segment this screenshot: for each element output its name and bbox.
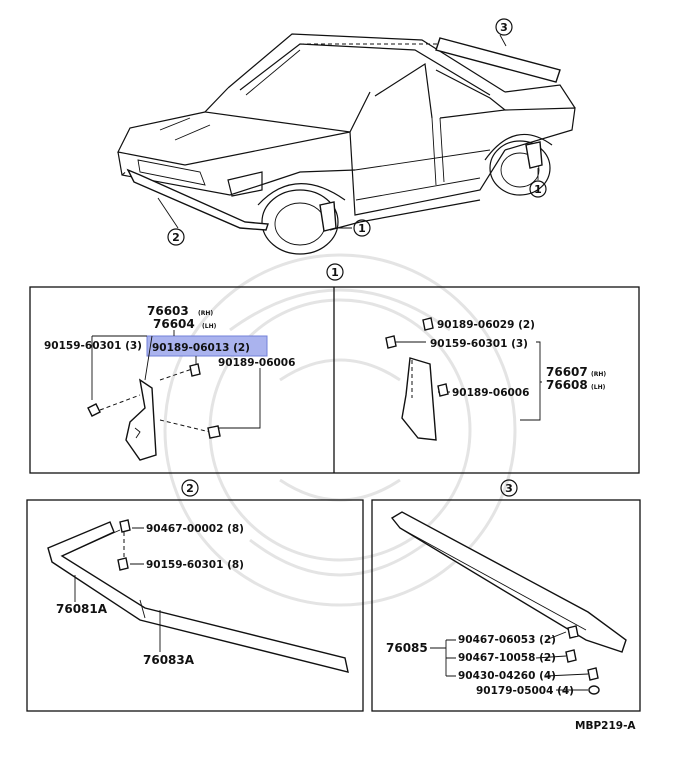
clip-icon <box>207 425 221 439</box>
callout-1-panel-header: 1 <box>326 263 344 281</box>
callout-3-car: 3 <box>495 18 513 36</box>
clip-90189-06006-label: 90189-06006 <box>218 357 295 369</box>
side-lh-label: (LH) <box>591 384 606 391</box>
panel-3-rear-spoiler: 76085 90467-06053 (2) 90467-10058 (2) 90… <box>386 511 627 697</box>
clip-90189-06006-label: 90189-06006 <box>452 387 529 399</box>
washer-icon <box>588 685 600 695</box>
callout-1-car-rear: 1 <box>529 180 547 198</box>
clip-icon <box>567 625 579 639</box>
nut-icon <box>587 667 599 681</box>
callout-3-label: 3 <box>505 482 513 495</box>
callout-2-label: 2 <box>172 231 180 244</box>
clip-90467-06053-label: 90467-06053 (2) <box>458 634 556 646</box>
bolt-90159-60301-label: 90159-60301 (3) <box>430 338 528 350</box>
callout-1-label: 1 <box>534 183 542 196</box>
clip-icon <box>437 383 449 397</box>
callout-2-label: 2 <box>186 482 194 495</box>
bolt-icon <box>117 557 129 571</box>
callout-1-label: 1 <box>331 266 339 279</box>
panel-1-right-mudflap: 90189-06029 (2) 90159-60301 (3) 76607 (R… <box>385 317 606 441</box>
part-76604-label: 76604 <box>153 317 195 331</box>
side-lh-label: (LH) <box>202 323 217 330</box>
screw-icon <box>422 317 434 331</box>
selected-part-highlight <box>146 335 268 357</box>
car-illustration <box>117 33 576 255</box>
screw-90189-06029-label: 90189-06029 (2) <box>437 319 535 331</box>
callout-2-car: 2 <box>167 228 185 246</box>
screw-90189-06013-label[interactable]: 90189-06013 (2) <box>152 342 250 354</box>
screw-icon <box>189 363 201 377</box>
part-76607-label: 76607 <box>546 365 588 379</box>
watermark-seal <box>163 253 517 607</box>
callout-3-label: 3 <box>500 21 508 34</box>
clip-icon <box>565 649 577 663</box>
nut-icon <box>119 519 131 533</box>
nut-90467-00002-label: 90467-00002 (8) <box>146 523 244 535</box>
nut-90430-04260-label: 90430-04260 (4) <box>458 670 556 682</box>
bolt-icon <box>87 403 101 417</box>
bolt-90159-60301-label: 90159-60301 (3) <box>44 340 142 352</box>
clip-90467-10058-label: 90467-10058 (2) <box>458 652 556 664</box>
part-76603-label: 76603 <box>147 304 189 318</box>
part-76083A-label: 76083A <box>143 653 195 667</box>
side-rh-label: (RH) <box>198 310 213 317</box>
bolt-icon <box>385 335 397 349</box>
bolt-90159-60301-label: 90159-60301 (8) <box>146 559 244 571</box>
washer-90179-05004-label: 90179-05004 (4) <box>476 685 574 697</box>
panel-2-front-spoiler: 90467-00002 (8) 90159-60301 (8) 76081A 7… <box>47 519 349 673</box>
panel-3-frame <box>371 499 641 712</box>
panel-1-left-mudflap: 76603 (RH) 76604 (LH) 90159-60301 (3) 90… <box>44 304 295 461</box>
part-76081A-label: 76081A <box>56 602 108 616</box>
part-76608-label: 76608 <box>546 378 588 392</box>
part-76085-label: 76085 <box>386 641 428 655</box>
callout-3-panel-header: 3 <box>500 479 518 497</box>
callout-1-car-front: 1 <box>353 219 371 237</box>
panel-2-frame <box>26 499 364 712</box>
figure-code: MBP219-A <box>575 720 636 732</box>
callout-1-label: 1 <box>358 222 366 235</box>
callout-2-panel-header: 2 <box>181 479 199 497</box>
side-rh-label: (RH) <box>591 371 606 378</box>
